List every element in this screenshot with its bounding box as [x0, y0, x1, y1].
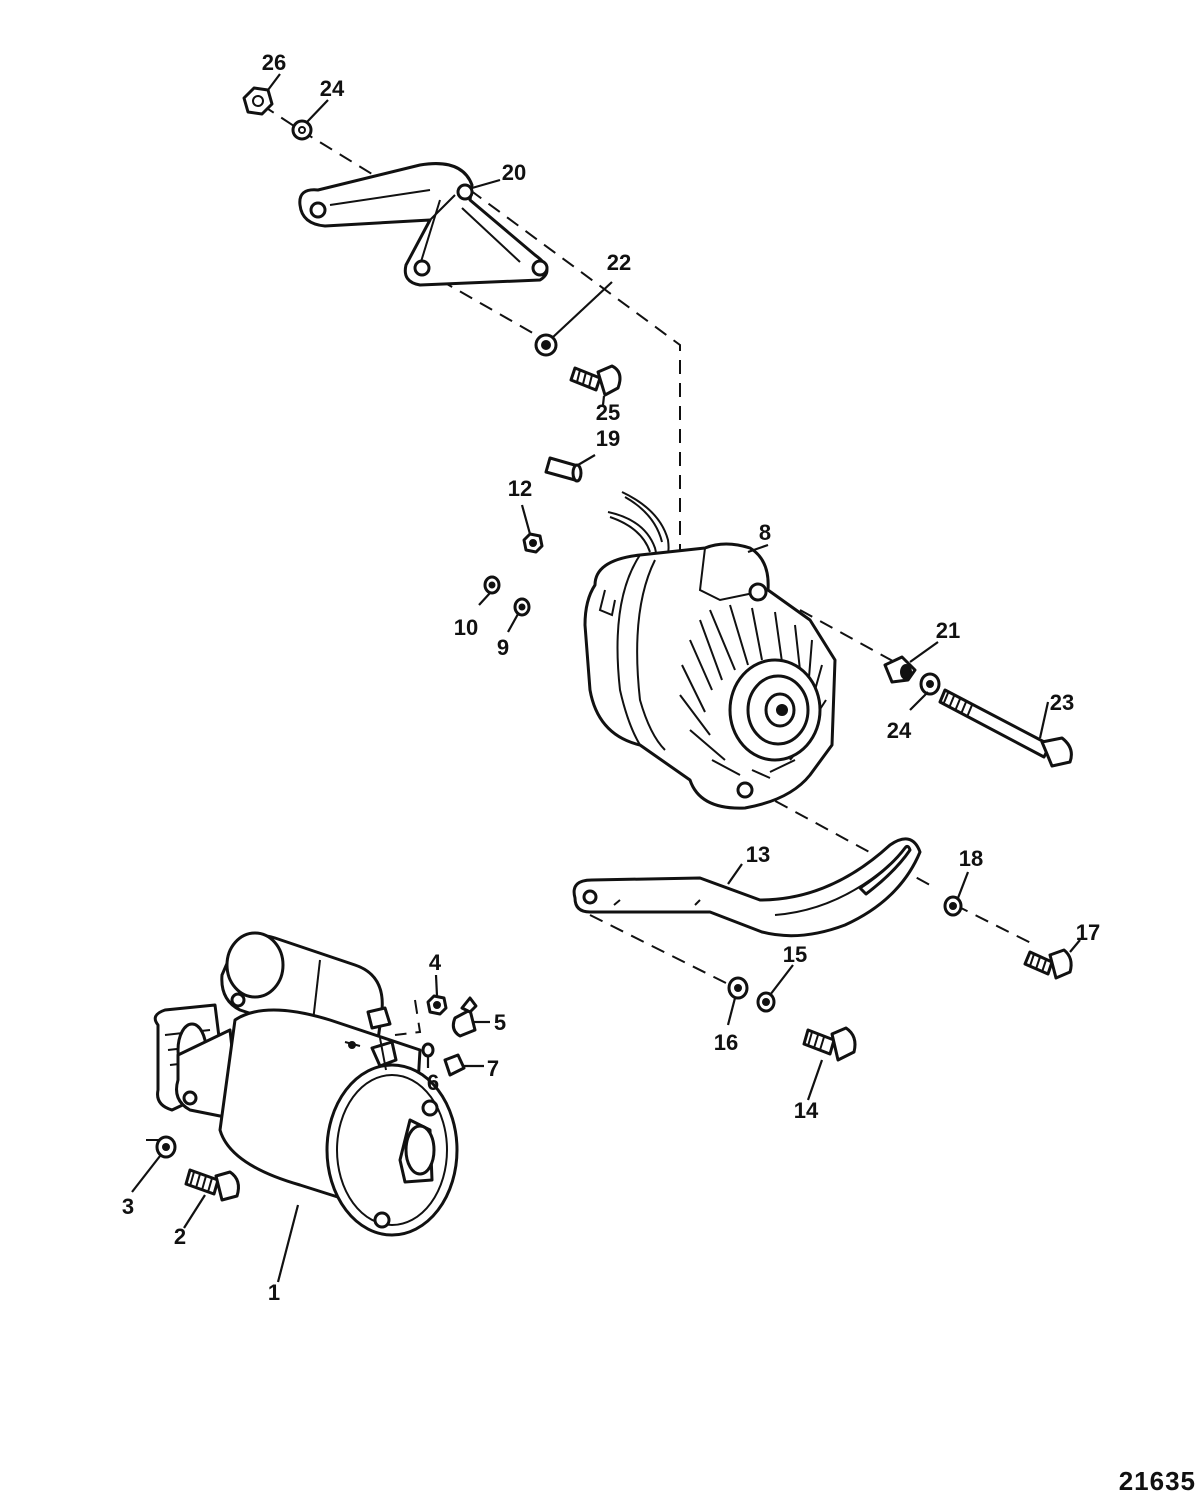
part-24-washer-right [919, 672, 941, 696]
callout-9: 9 [497, 635, 509, 660]
part-18-washer [943, 895, 963, 917]
callout-20: 20 [502, 160, 526, 185]
part-16-washer [727, 976, 749, 1000]
callout-16: 16 [714, 1030, 738, 1055]
callout-25: 25 [596, 400, 620, 425]
part-6-nut [421, 1042, 435, 1058]
part-23-long-bolt [938, 688, 1073, 768]
callout-21: 21 [936, 618, 960, 643]
callout-8: 8 [759, 520, 771, 545]
callout-24-top: 24 [320, 76, 345, 101]
part-7-terminal-clip [443, 1053, 466, 1077]
callout-1: 1 [268, 1280, 280, 1305]
callout-12: 12 [508, 476, 532, 501]
callout-15: 15 [783, 942, 807, 967]
part-1-starter-motor [153, 931, 459, 1237]
part-12-nut [522, 532, 544, 554]
part-9-nut [513, 597, 531, 617]
callout-26: 26 [262, 50, 286, 75]
callout-2: 2 [174, 1224, 186, 1249]
part-24-washer-top [291, 119, 313, 141]
part-10-nut [483, 575, 501, 595]
callout-6: 6 [427, 1070, 439, 1095]
callout-labels: 26 24 20 22 25 19 12 10 9 8 21 24 23 13 … [122, 50, 1100, 1305]
part-17-bolt [1023, 948, 1073, 980]
callout-22: 22 [607, 250, 631, 275]
part-2-bolt [184, 1168, 240, 1202]
part-3-washer [155, 1135, 177, 1159]
callout-14: 14 [794, 1098, 819, 1123]
part-14-bolt [802, 1026, 857, 1062]
part-5-terminal-boot [451, 996, 478, 1038]
part-26-hex-nut [242, 86, 274, 116]
callout-24-right: 24 [887, 718, 912, 743]
part-21-spacer [883, 655, 917, 684]
callout-23: 23 [1050, 690, 1074, 715]
callout-5: 5 [494, 1010, 506, 1035]
callout-19: 19 [596, 426, 620, 451]
callout-7: 7 [487, 1056, 499, 1081]
callout-10: 10 [454, 615, 478, 640]
callout-4: 4 [429, 950, 442, 975]
assembly-lines [145, 104, 1036, 1141]
part-22-washer [534, 333, 558, 357]
callout-17: 17 [1076, 920, 1100, 945]
drawing-number: 21635 [1118, 1466, 1196, 1496]
callout-18: 18 [959, 846, 983, 871]
part-19-pin [544, 456, 583, 483]
part-15-lockwasher [756, 991, 776, 1013]
callout-3: 3 [122, 1194, 134, 1219]
callout-13: 13 [746, 842, 770, 867]
part-4-nut [426, 994, 448, 1016]
part-8-alternator [583, 491, 837, 810]
part-20-alternator-bracket [298, 162, 549, 287]
leader-lines [131, 73, 1081, 1283]
part-25-bolt [569, 364, 622, 397]
part-13-adjusting-bracket [572, 837, 922, 938]
